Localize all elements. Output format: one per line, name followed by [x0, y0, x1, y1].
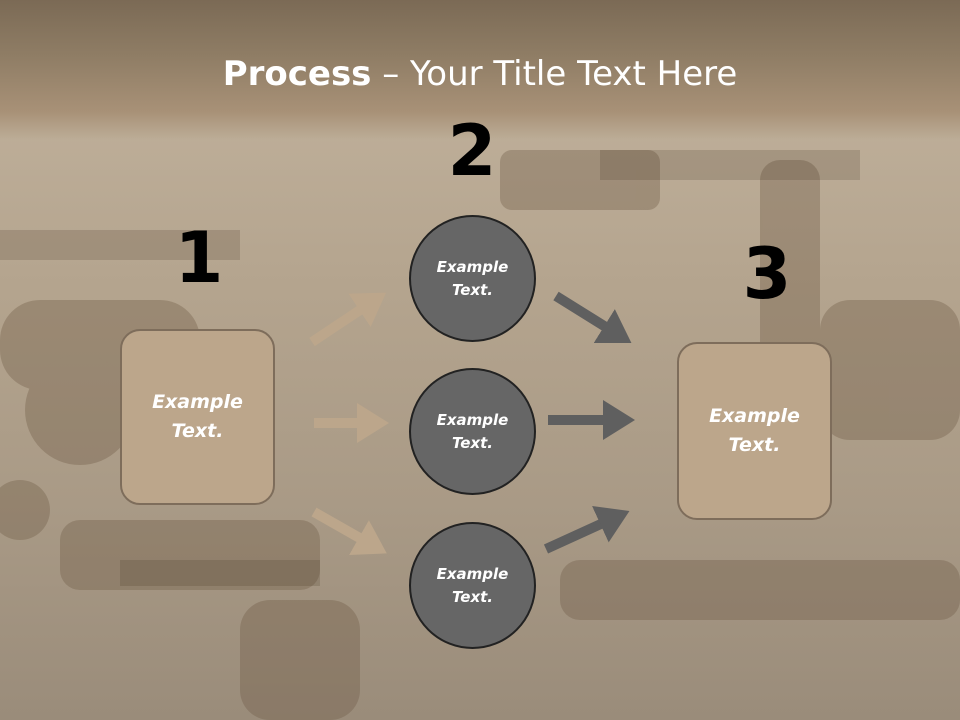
circle-top[interactable]: Example Text. [409, 215, 536, 342]
circle-bottom-text: Example Text. [436, 564, 509, 606]
step-number-3: 3 [742, 233, 792, 315]
title-band [0, 0, 960, 140]
right-box-text: Example Text. [709, 405, 800, 456]
left-box-text: Example Text. [152, 391, 243, 442]
circle-middle[interactable]: Example Text. [409, 368, 536, 495]
step-number-2: 2 [447, 110, 497, 192]
step-number-1: 1 [174, 217, 224, 299]
circle-bottom[interactable]: Example Text. [409, 522, 536, 649]
title-bold: Process [222, 54, 372, 94]
slide-title: Process – Your Title Text Here [0, 52, 960, 96]
arrow-bottom-to-right [543, 506, 630, 554]
circle-middle-text: Example Text. [436, 410, 509, 452]
arrow-left-to-bottom [311, 507, 387, 555]
title-rest: – Your Title Text Here [371, 54, 738, 94]
circle-top-text: Example Text. [436, 257, 509, 299]
arrow-left-to-top [309, 292, 387, 347]
arrow-top-to-right [553, 291, 632, 344]
right-box[interactable]: Example Text. [677, 342, 832, 520]
left-box[interactable]: Example Text. [120, 329, 275, 505]
